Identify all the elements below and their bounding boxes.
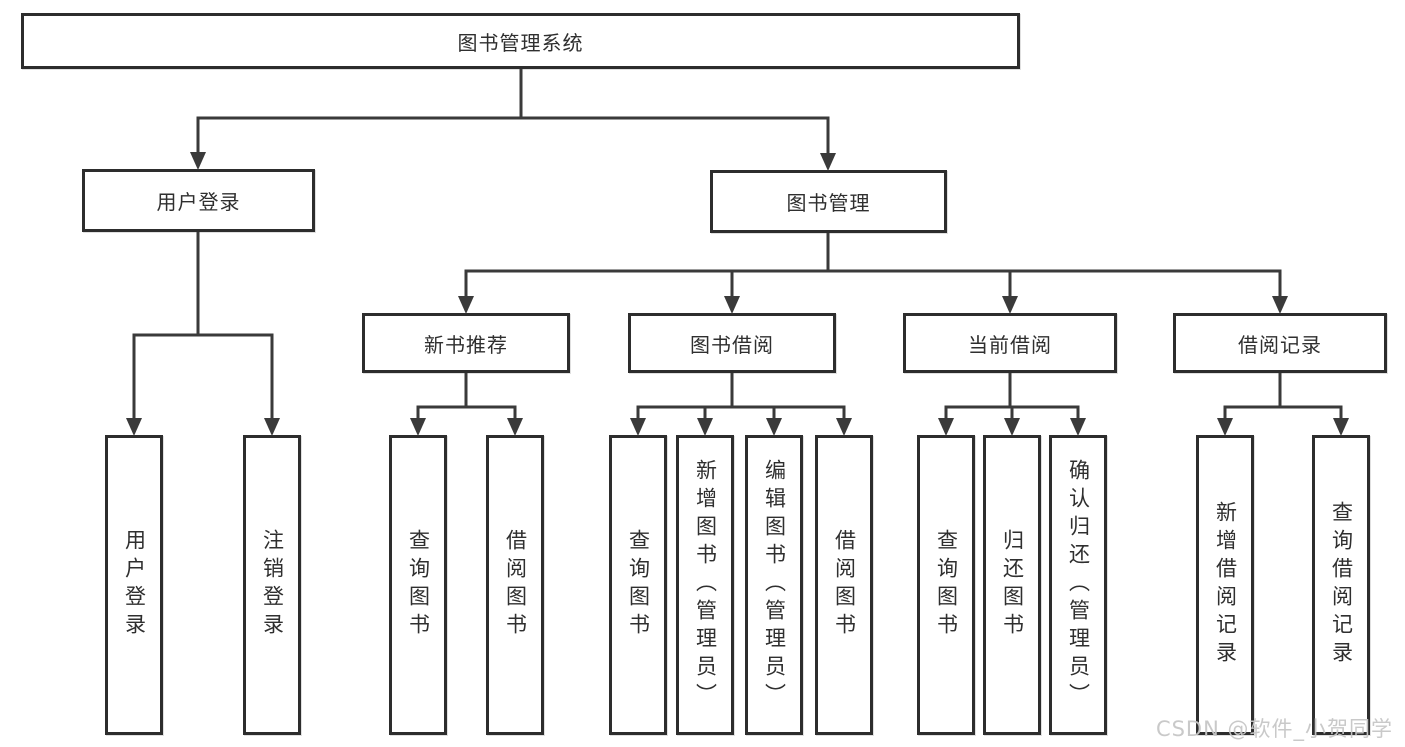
- node-borrow-records: 借阅记录: [1173, 313, 1387, 373]
- node-new-book-recommend: 新书推荐: [362, 313, 570, 373]
- csdn-watermark: CSDN @软件_小贺同学: [1155, 717, 1393, 741]
- node-user-login-branch: 用户登录: [82, 169, 315, 232]
- leaf-borrow-book: 借阅图书: [815, 435, 873, 735]
- leaf-borrow-query-book: 查询图书: [609, 435, 667, 735]
- node-root-library-system: 图书管理系统: [21, 13, 1020, 69]
- leaf-recommend-borrow-book: 借阅图书: [486, 435, 544, 735]
- leaf-logout: 注销登录: [243, 435, 301, 735]
- leaf-current-query-book: 查询图书: [917, 435, 975, 735]
- leaf-confirm-return-admin: 确认归还（管理员）: [1049, 435, 1107, 735]
- node-current-borrow: 当前借阅: [903, 313, 1117, 373]
- leaf-recommend-query-book: 查询图书: [389, 435, 447, 735]
- node-book-borrow: 图书借阅: [628, 313, 836, 373]
- leaf-return-book: 归还图书: [983, 435, 1041, 735]
- leaf-user-login: 用户登录: [105, 435, 163, 735]
- leaf-add-book-admin: 新增图书（管理员）: [676, 435, 734, 735]
- leaf-edit-book-admin: 编辑图书（管理员）: [745, 435, 803, 735]
- leaf-query-borrow-record: 查询借阅记录: [1312, 435, 1370, 735]
- leaf-add-borrow-record: 新增借阅记录: [1196, 435, 1254, 735]
- node-book-management-branch: 图书管理: [710, 170, 947, 233]
